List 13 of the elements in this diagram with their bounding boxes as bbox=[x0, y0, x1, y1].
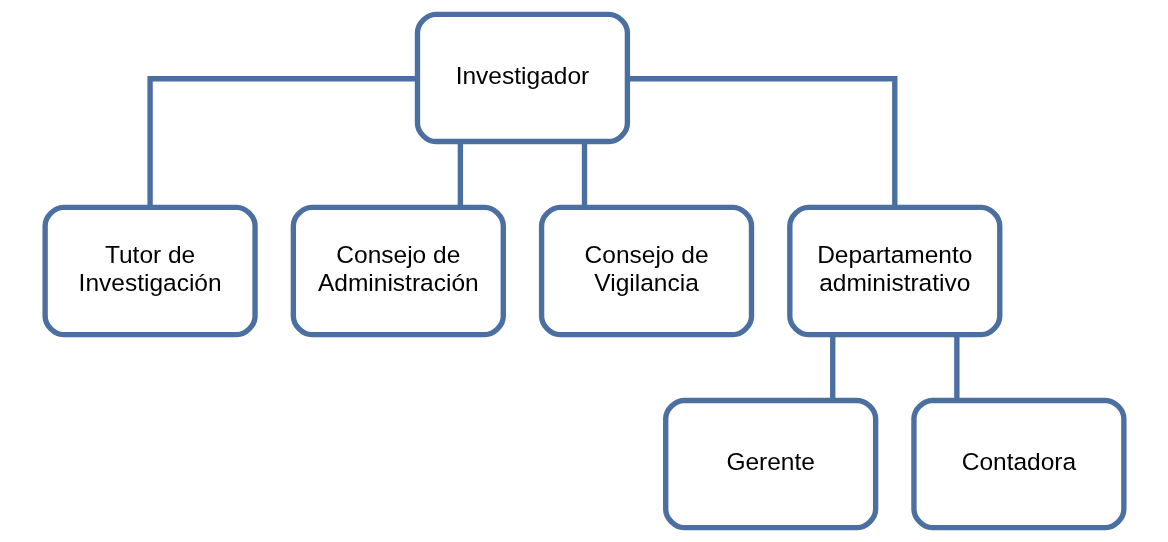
connector bbox=[457, 141, 463, 208]
node-box: Contadora bbox=[910, 397, 1127, 531]
connector bbox=[627, 76, 897, 207]
connector bbox=[829, 334, 835, 401]
connector bbox=[953, 334, 960, 401]
node-box: Gerente bbox=[662, 397, 878, 531]
node-box: Departamento administrativo bbox=[786, 204, 1002, 338]
node-box: Tutor de Investigación bbox=[41, 204, 258, 338]
node-box: Consejo de Vigilancia bbox=[538, 204, 754, 338]
connector bbox=[581, 141, 587, 208]
connector bbox=[146, 76, 417, 207]
node-box: Consejo de Administración bbox=[290, 204, 506, 338]
node-box: Investigador bbox=[414, 11, 630, 145]
